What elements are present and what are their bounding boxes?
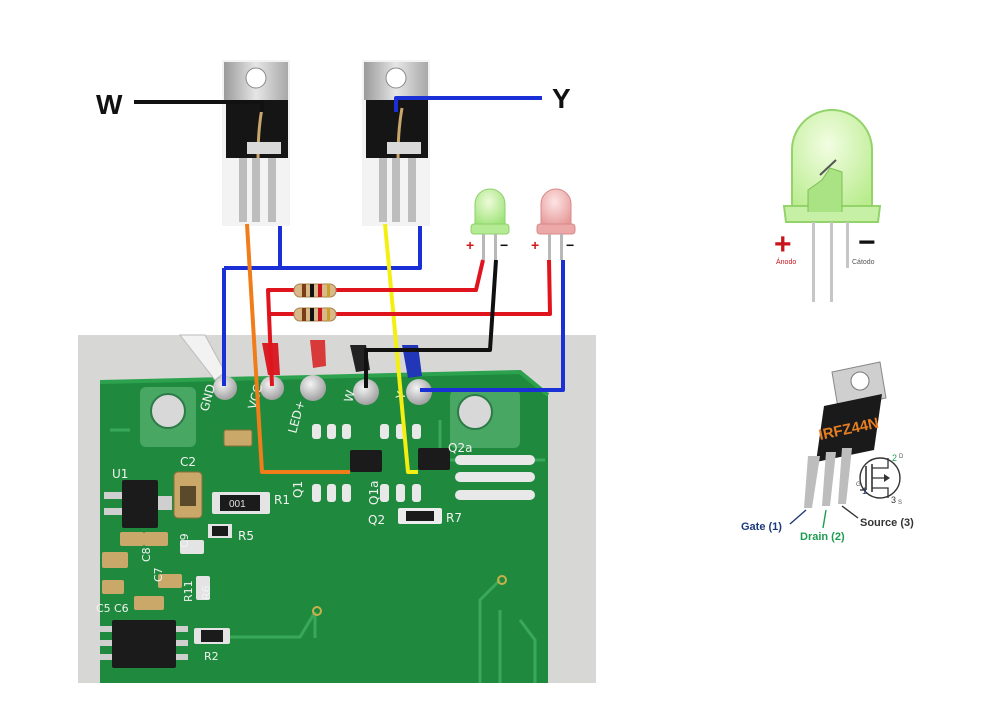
mosfet-legend-gate: Gate (1) — [741, 521, 782, 533]
pcb-label-c2: C2 — [180, 455, 196, 469]
q2-package — [418, 448, 450, 470]
led-green-plus: + — [466, 237, 474, 253]
led-legend-catodo: Cátodo — [852, 259, 875, 266]
pcb-label-u1: U1 — [112, 467, 128, 481]
pad-led-plus — [300, 375, 326, 401]
pcb-label-r2: R2 — [204, 650, 219, 663]
mosfet-legend-pin2: 2 — [892, 453, 897, 463]
label-w: W — [96, 89, 123, 120]
pcb-label-q2: Q2 — [368, 513, 385, 527]
pcb-label-r1: R1 — [274, 493, 290, 507]
led-red-small — [536, 188, 576, 260]
pcb-label-c8: C8 — [140, 547, 153, 562]
pcb-label-vcc: VCC — [245, 383, 265, 411]
mosfet-legend-pin-d: D — [899, 454, 904, 460]
lower-left-components — [100, 532, 230, 668]
resistor-bottom — [293, 307, 337, 322]
led-legend-anodo: Ánodo — [776, 257, 796, 266]
u1-package — [122, 480, 158, 528]
wire-vcc-red — [266, 288, 294, 387]
pad-w — [353, 379, 379, 405]
pcb-label-gnd: GND — [197, 383, 218, 413]
pcb-board: GND VCC LED+ W Y Q1 Q1a Q2 — [78, 334, 596, 683]
mosfet-y — [362, 60, 430, 226]
ic-lower — [112, 620, 176, 668]
mosfet-w — [222, 60, 290, 226]
resistor-top — [293, 283, 337, 298]
mosfet-legend-pin-g: G — [856, 482, 861, 488]
led-legend-illustration — [782, 109, 882, 302]
mosfet-legend-illustration — [804, 361, 901, 508]
q1-package — [350, 450, 382, 472]
wires — [134, 96, 565, 474]
led-red-minus: − — [566, 237, 574, 253]
pcb-label-r6: R6 — [200, 585, 213, 600]
mosfet-legend-drain: Drain (2) — [800, 531, 845, 543]
mosfet-legend-arrows — [789, 505, 859, 529]
wire-green-anode — [334, 259, 485, 292]
mosfet-legend-pin-s: S — [898, 500, 902, 506]
pad-gnd — [213, 376, 237, 400]
pcb-label-q2a: Q2a — [448, 441, 472, 455]
pcb-label-q1: Q1 — [291, 481, 305, 498]
pcb-label-r11: R11 — [182, 580, 195, 602]
solder-pads — [213, 375, 432, 405]
pad-vcc — [260, 376, 284, 400]
wire-red-cathode — [420, 260, 565, 392]
pcb-label-c5: C5 — [96, 602, 111, 615]
wire-y-label — [394, 96, 542, 112]
top-capacitor — [223, 429, 253, 447]
mosfet-legend-pin3: 3 — [891, 495, 896, 505]
wire-red-anode — [334, 259, 552, 316]
led-green-minus: − — [500, 237, 508, 253]
led-red-plus: + — [531, 237, 539, 253]
wire-green-cathode — [364, 259, 498, 388]
mosfet-legend-pin1: 1 — [862, 486, 867, 496]
wire-w-label — [134, 100, 264, 112]
resistor-code-label: 001 — [229, 499, 246, 510]
label-y: Y — [552, 83, 571, 114]
pcb-label-r7: R7 — [446, 511, 462, 525]
led-legend-minus: − — [858, 226, 876, 259]
pcb-label-r5: R5 — [238, 529, 254, 543]
pcb-label-c9: C9 — [178, 533, 191, 548]
pcb-label-c7: C7 — [152, 567, 165, 582]
wire-y-gate-yellow — [383, 223, 418, 474]
led-legend-plus: + — [774, 228, 792, 261]
pcb-label-q1a: Q1a — [367, 481, 381, 505]
pcb-label-w: W — [341, 389, 358, 404]
wire-w-gate-orange — [245, 223, 350, 474]
pcb-label-c6: C6 — [114, 602, 129, 615]
mosfet-legend-source: Source (3) — [860, 517, 914, 529]
wire-sources-blue — [278, 226, 422, 270]
led-green-small — [470, 188, 510, 260]
pad-y — [406, 379, 432, 405]
